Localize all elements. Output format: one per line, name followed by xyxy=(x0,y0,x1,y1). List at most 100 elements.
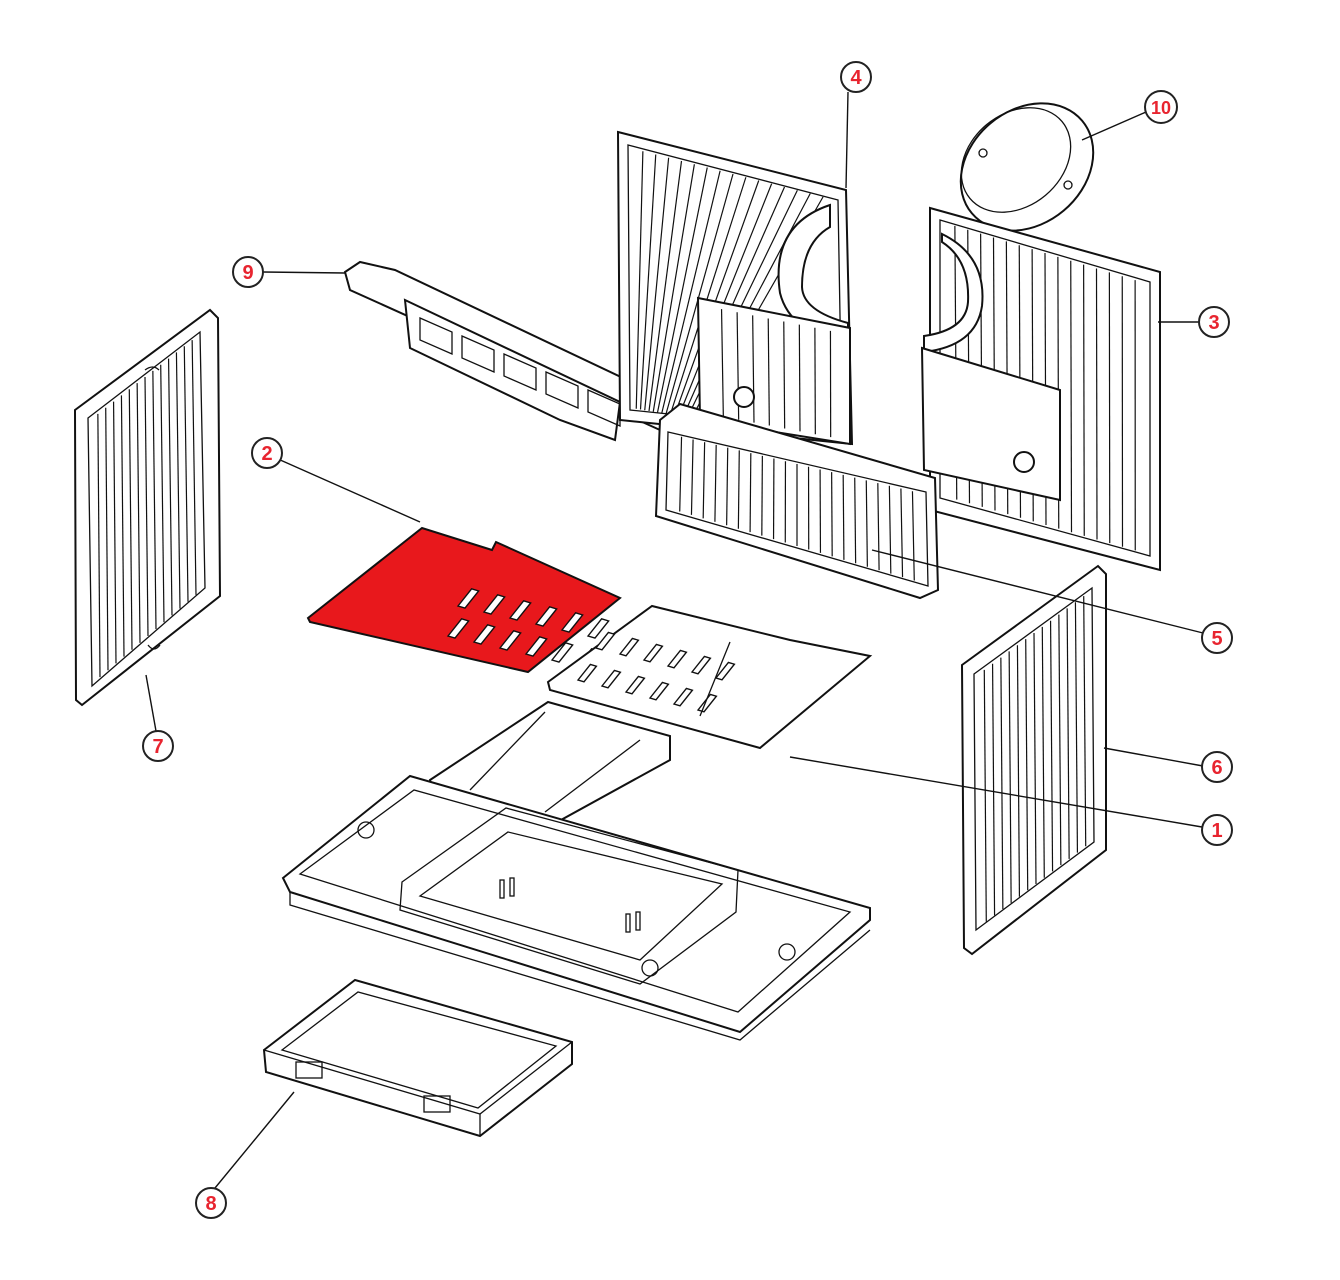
ash-pan[interactable] xyxy=(262,978,573,1138)
grate-slot xyxy=(672,687,694,707)
panel-rib xyxy=(678,183,773,417)
leader-lines xyxy=(145,91,1204,1189)
panel-rib xyxy=(669,177,747,415)
grate-slot xyxy=(600,669,622,689)
grate-slot xyxy=(624,675,646,695)
svg-text:2: 2 xyxy=(261,443,272,465)
leader-10 xyxy=(1081,111,1147,141)
panel-rib xyxy=(144,376,149,637)
panel-rib xyxy=(1066,608,1070,859)
grate-slot xyxy=(508,600,532,621)
panel-rib xyxy=(854,477,857,564)
callout-1[interactable]: 1 xyxy=(1201,814,1233,846)
leader-7 xyxy=(145,674,157,732)
panel-rib xyxy=(160,364,165,623)
grate-slot xyxy=(472,624,496,645)
leader-2 xyxy=(277,458,421,523)
panel-rib xyxy=(120,395,125,657)
panel-rib xyxy=(648,160,683,412)
leader-5 xyxy=(871,549,1204,634)
panel-rib xyxy=(752,315,755,423)
grate-slot xyxy=(666,649,688,669)
svg-text:8: 8 xyxy=(205,1193,216,1215)
grate-slot xyxy=(690,655,712,675)
panel-rib xyxy=(656,167,708,413)
panel-rib xyxy=(1083,264,1085,536)
svg-text:1: 1 xyxy=(1211,820,1222,842)
side-panel-right[interactable] xyxy=(960,564,1107,956)
panel-rib xyxy=(183,346,189,602)
callout-10[interactable]: 10 xyxy=(1144,90,1178,124)
deflector-opening xyxy=(419,317,453,355)
callout-5[interactable]: 5 xyxy=(1201,622,1233,654)
grate-left[interactable] xyxy=(306,526,622,674)
panel-rib xyxy=(1008,651,1012,903)
panel-rib xyxy=(639,154,657,410)
panel-rib xyxy=(865,480,868,567)
panel-rib xyxy=(1083,596,1087,847)
panel-rib xyxy=(652,164,695,412)
callout-9[interactable]: 9 xyxy=(232,256,264,288)
panel-rib xyxy=(714,444,717,522)
panel-rib xyxy=(112,401,117,664)
grate-slot xyxy=(446,618,470,639)
callout-3[interactable]: 3 xyxy=(1198,306,1230,338)
panel-rib xyxy=(749,453,752,533)
panel-rib xyxy=(673,180,760,416)
grate-slot xyxy=(550,642,574,663)
grate-right[interactable] xyxy=(546,604,873,750)
svg-text:9: 9 xyxy=(242,262,253,284)
panel-rib xyxy=(1016,645,1021,897)
svg-text:6: 6 xyxy=(1211,757,1222,779)
grate-slot xyxy=(498,630,522,651)
svg-text:5: 5 xyxy=(1211,628,1222,650)
grate-slot xyxy=(618,637,640,657)
panel-rib xyxy=(737,450,740,529)
front-lintel[interactable] xyxy=(654,402,940,600)
flue-collar-ring[interactable] xyxy=(935,77,1119,257)
side-panel-left[interactable] xyxy=(73,308,222,707)
callout-7[interactable]: 7 xyxy=(142,730,174,762)
panel-rib xyxy=(635,151,644,409)
callout-8[interactable]: 8 xyxy=(195,1187,227,1219)
panel-rib xyxy=(1058,614,1062,866)
panel-rib xyxy=(767,318,770,426)
svg-text:10: 10 xyxy=(1151,98,1171,118)
panel-rib xyxy=(877,483,880,571)
back-panel-right[interactable] xyxy=(920,206,1161,572)
panel-rib xyxy=(128,389,133,650)
panel-rib xyxy=(798,324,801,432)
panel-rib xyxy=(136,383,141,643)
callout-6[interactable]: 6 xyxy=(1201,751,1233,783)
panel-rib xyxy=(842,474,845,560)
panel-rib xyxy=(991,663,996,916)
back-panel-left[interactable] xyxy=(616,130,854,446)
panel-rib xyxy=(191,340,197,595)
panel-rib xyxy=(1095,268,1098,540)
grate-slot xyxy=(456,588,480,609)
panel-rib xyxy=(175,352,181,609)
panel-rib xyxy=(1000,657,1004,910)
leader-4 xyxy=(845,91,849,189)
panel-rib xyxy=(720,309,724,417)
panel-rib xyxy=(900,488,904,578)
leader-6 xyxy=(1103,747,1204,767)
panel-rib xyxy=(690,439,694,515)
panel-rib xyxy=(105,407,109,671)
callout-4[interactable]: 4 xyxy=(840,61,872,93)
grate-slot xyxy=(642,643,664,663)
callout-2[interactable]: 2 xyxy=(251,437,283,469)
panel-rib xyxy=(665,173,734,415)
leader-9 xyxy=(262,271,346,274)
leader-1 xyxy=(789,756,1203,828)
hearth-base xyxy=(281,774,871,1041)
panel-rib xyxy=(983,669,987,922)
panel-rib xyxy=(783,321,786,429)
panel-rib xyxy=(167,358,173,616)
panel-rib xyxy=(726,447,729,526)
panel-rib xyxy=(644,157,670,411)
panel-rib xyxy=(97,413,101,678)
panel-rib xyxy=(831,472,833,557)
grate-slot xyxy=(560,612,584,633)
